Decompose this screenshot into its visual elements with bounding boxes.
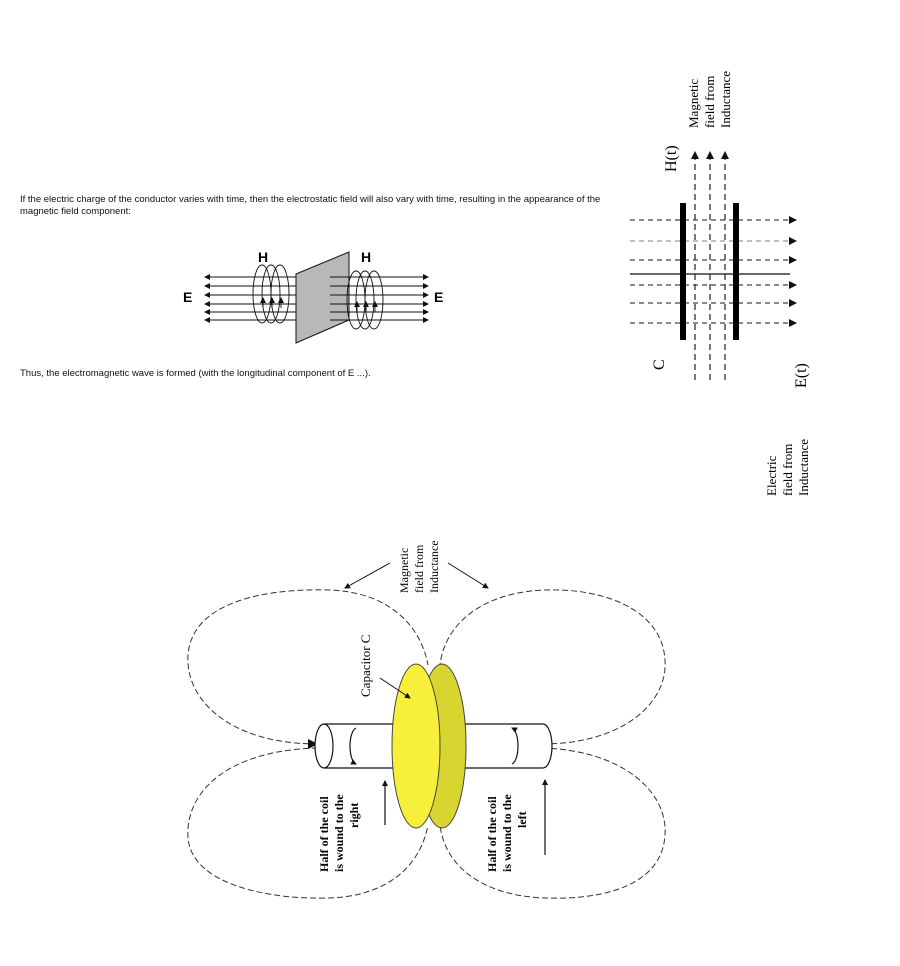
caption-pointers bbox=[344, 562, 489, 699]
caption-line: Inductance bbox=[427, 540, 441, 593]
caption-line: field from bbox=[780, 444, 795, 496]
magnetic-field-lobes bbox=[187, 589, 666, 899]
capacitor-disc-front bbox=[391, 663, 441, 829]
intro-paragraph: If the electric charge of the conductor … bbox=[20, 194, 601, 217]
caption-line: Electric bbox=[764, 455, 779, 496]
coil-capacitor-diagram: Magnetic field from Inductance Capacitor… bbox=[187, 540, 666, 899]
caption-line: Inductance bbox=[796, 439, 811, 496]
right-field-lines bbox=[330, 274, 429, 323]
capacitor-c-label: Capacitor C bbox=[358, 635, 373, 697]
e-label-left: E bbox=[183, 289, 192, 305]
coil-magnetic-caption: Magnetic field from Inductance bbox=[397, 540, 441, 593]
magnetic-field-dashes bbox=[691, 151, 729, 380]
e-t-label: E(t) bbox=[793, 363, 810, 388]
capacitor-plate-left bbox=[680, 203, 686, 340]
left-coil-caption: Half of the coil is wound to the right bbox=[317, 794, 361, 872]
caption-line: Magnetic bbox=[397, 548, 411, 593]
h-t-label: H(t) bbox=[663, 145, 680, 172]
right-coil-caption: Half of the coil is wound to the left bbox=[485, 794, 529, 872]
caption-line: field from bbox=[412, 544, 426, 593]
caption-line: is wound to the bbox=[500, 794, 514, 872]
c-label: C bbox=[651, 359, 668, 370]
h-label-right: H bbox=[361, 249, 371, 265]
capacitor-field-diagram: H(t) C E(t) Magnetic field from Inductan… bbox=[630, 71, 811, 496]
caption-line: field from bbox=[702, 76, 717, 128]
h-label-left: H bbox=[258, 249, 268, 265]
capacitor-plate-right bbox=[733, 203, 739, 340]
caption-line: Magnetic bbox=[686, 79, 701, 128]
caption-line: left bbox=[515, 811, 529, 828]
small-em-diagram: H H E E bbox=[183, 249, 443, 344]
conductor-plate bbox=[295, 251, 350, 344]
right-magnetic-loops bbox=[346, 270, 384, 330]
electric-caption: Electric field from Inductance bbox=[764, 439, 811, 496]
conclusion-paragraph: Thus, the electromagnetic wave is formed… bbox=[20, 368, 371, 379]
e-label-right: E bbox=[434, 289, 443, 305]
magnetic-caption-top: Magnetic field from Inductance bbox=[686, 71, 733, 128]
electric-field-dashes bbox=[630, 216, 797, 327]
left-field-lines bbox=[204, 274, 298, 323]
caption-line: Inductance bbox=[718, 71, 733, 128]
right-coil-cylinder bbox=[458, 723, 553, 769]
winding-arrows bbox=[349, 727, 548, 855]
caption-line: right bbox=[347, 803, 361, 828]
caption-line: Half of the coil bbox=[317, 796, 331, 872]
caption-line: is wound to the bbox=[332, 794, 346, 872]
caption-line: Half of the coil bbox=[485, 796, 499, 872]
left-magnetic-loops bbox=[252, 264, 290, 324]
